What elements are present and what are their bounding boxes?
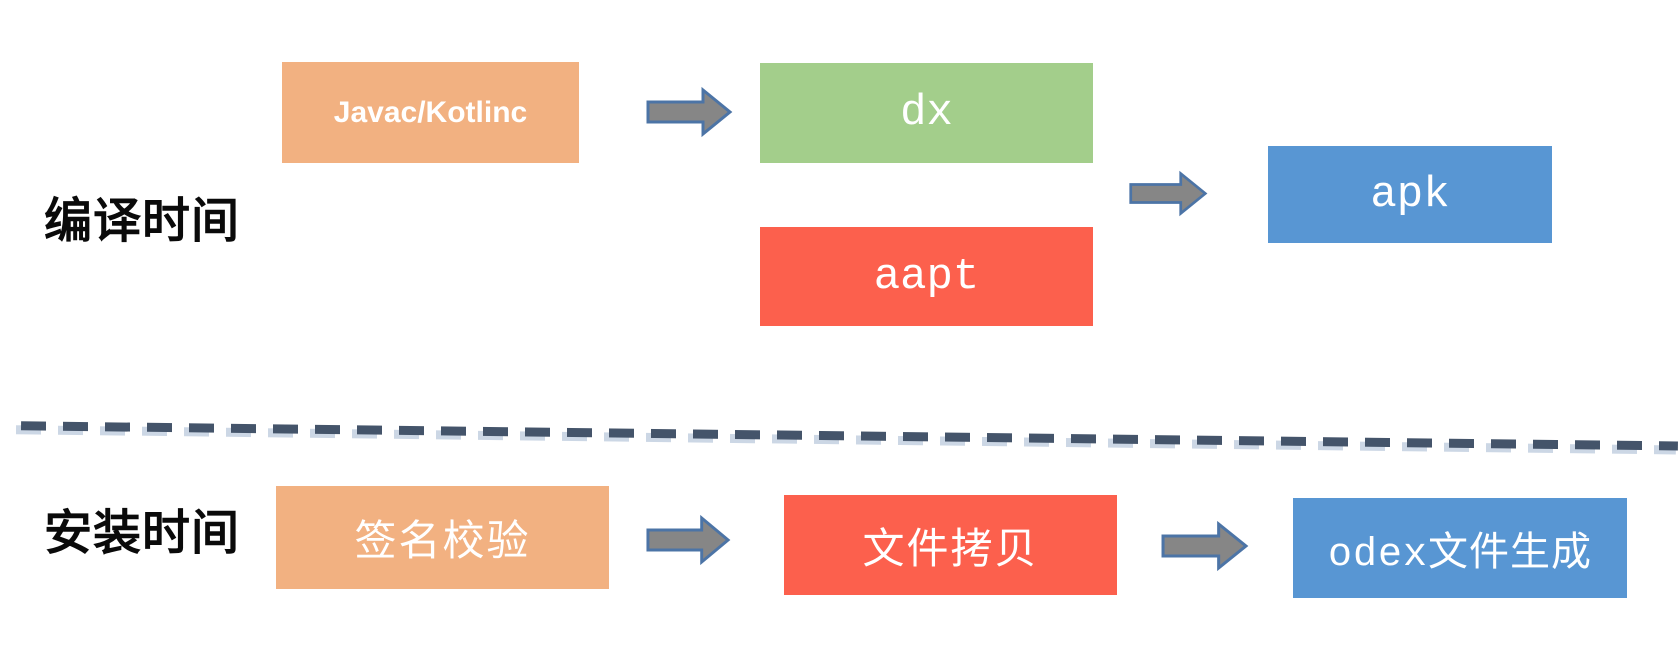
flow-arrow-right-icon (1161, 520, 1249, 572)
node-dx-label: dx (900, 88, 953, 138)
node-apk: apk (1268, 146, 1552, 243)
flow-arrow-right-icon (1129, 170, 1208, 217)
section-divider-dashed-line (0, 421, 1678, 457)
node-aapt-label: aapt (873, 251, 980, 302)
node-file-copy-label: 文件拷贝 (862, 526, 1039, 573)
node-dx: dx (760, 63, 1093, 163)
node-odex-file-generate: odex文件生成 (1293, 498, 1627, 598)
node-javac-kotlinc-label: Javac/Kotlinc (333, 95, 528, 129)
node-apk-label: apk (1370, 169, 1450, 220)
node-javac-kotlinc: Javac/Kotlinc (282, 62, 579, 163)
row-label-install-time: 安装时间 (44, 507, 241, 560)
node-signature-verify: 签名校验 (276, 486, 609, 589)
flow-arrow-right-icon (646, 514, 731, 566)
row-label-compile-time: 编译时间 (44, 195, 241, 248)
node-aapt: aapt (760, 227, 1093, 326)
node-file-copy: 文件拷贝 (784, 495, 1117, 595)
node-signature-verify-label: 签名校验 (354, 519, 531, 565)
flow-arrow-right-icon (646, 86, 733, 138)
node-odex-file-generate-label: odex文件生成 (1327, 532, 1592, 578)
